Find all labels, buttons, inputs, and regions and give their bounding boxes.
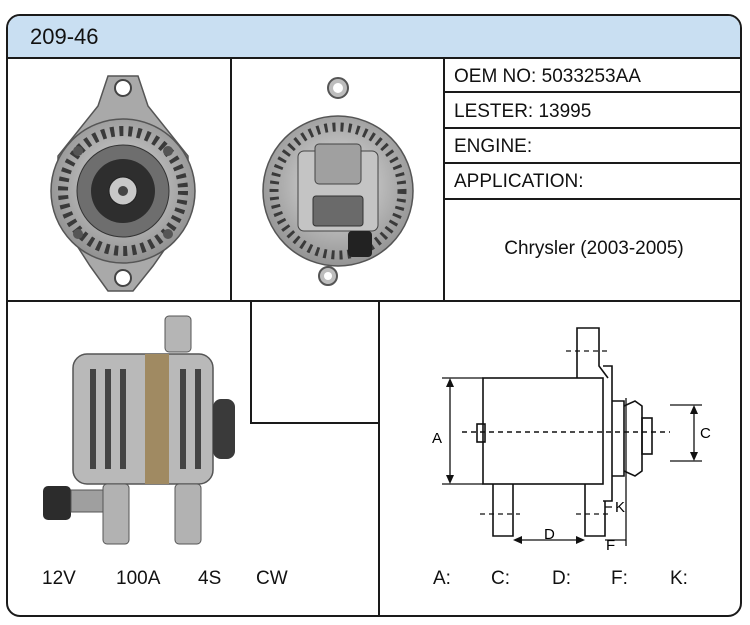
dim-label-k: K [615, 499, 625, 516]
dim-field-k: K: [670, 568, 688, 589]
divider-row-1 [8, 300, 740, 302]
dim-field-d: D: [552, 568, 571, 589]
dim-field-a: A: [433, 568, 451, 589]
engine-label: ENGINE: [454, 136, 533, 157]
lester-value: 13995 [538, 101, 592, 122]
oem-row: OEM NO: 5033253AA [454, 66, 641, 88]
amperage-spec: 100A [116, 568, 161, 589]
divider-info-4 [443, 198, 740, 200]
alternator-side-image [43, 315, 235, 545]
title-bar: 209-46 [8, 16, 740, 59]
dimension-diagram: A C D F K [432, 327, 711, 554]
dim-field-c: C: [491, 568, 510, 589]
application-value: Chrysler (2003-2005) [504, 238, 684, 259]
application-row: APPLICATION: [454, 171, 584, 193]
oem-label: OEM NO: [454, 66, 537, 87]
lester-label: LESTER: [454, 101, 534, 122]
divider-col-1 [230, 59, 232, 300]
alternator-rear-image [262, 77, 414, 286]
part-number: 209-46 [30, 24, 99, 49]
dim-label-d: D [544, 526, 555, 543]
groove-spec: 4S [198, 568, 222, 589]
divider-lower-1 [250, 302, 252, 424]
spec-sheet: 209-46 OEM NO: 5033253AA LESTER: 13995 E… [6, 14, 742, 617]
dim-label-a: A [432, 430, 442, 447]
oem-value: 5033253AA [541, 66, 641, 87]
divider-lower-3 [378, 302, 380, 615]
dim-label-f: F [606, 537, 615, 554]
rotation-spec: CW [256, 568, 288, 589]
dim-label-c: C [700, 425, 711, 442]
engine-row: ENGINE: [454, 136, 532, 158]
application-label: APPLICATION: [454, 171, 584, 192]
voltage-spec: 12V [42, 568, 76, 589]
dim-field-f: F: [611, 568, 628, 589]
divider-info-1 [443, 91, 740, 93]
alternator-front-image [50, 75, 196, 292]
lester-row: LESTER: 13995 [454, 101, 591, 123]
divider-info-2 [443, 127, 740, 129]
divider-col-2 [443, 59, 445, 300]
divider-lower-2 [250, 422, 380, 424]
divider-info-3 [443, 162, 740, 164]
